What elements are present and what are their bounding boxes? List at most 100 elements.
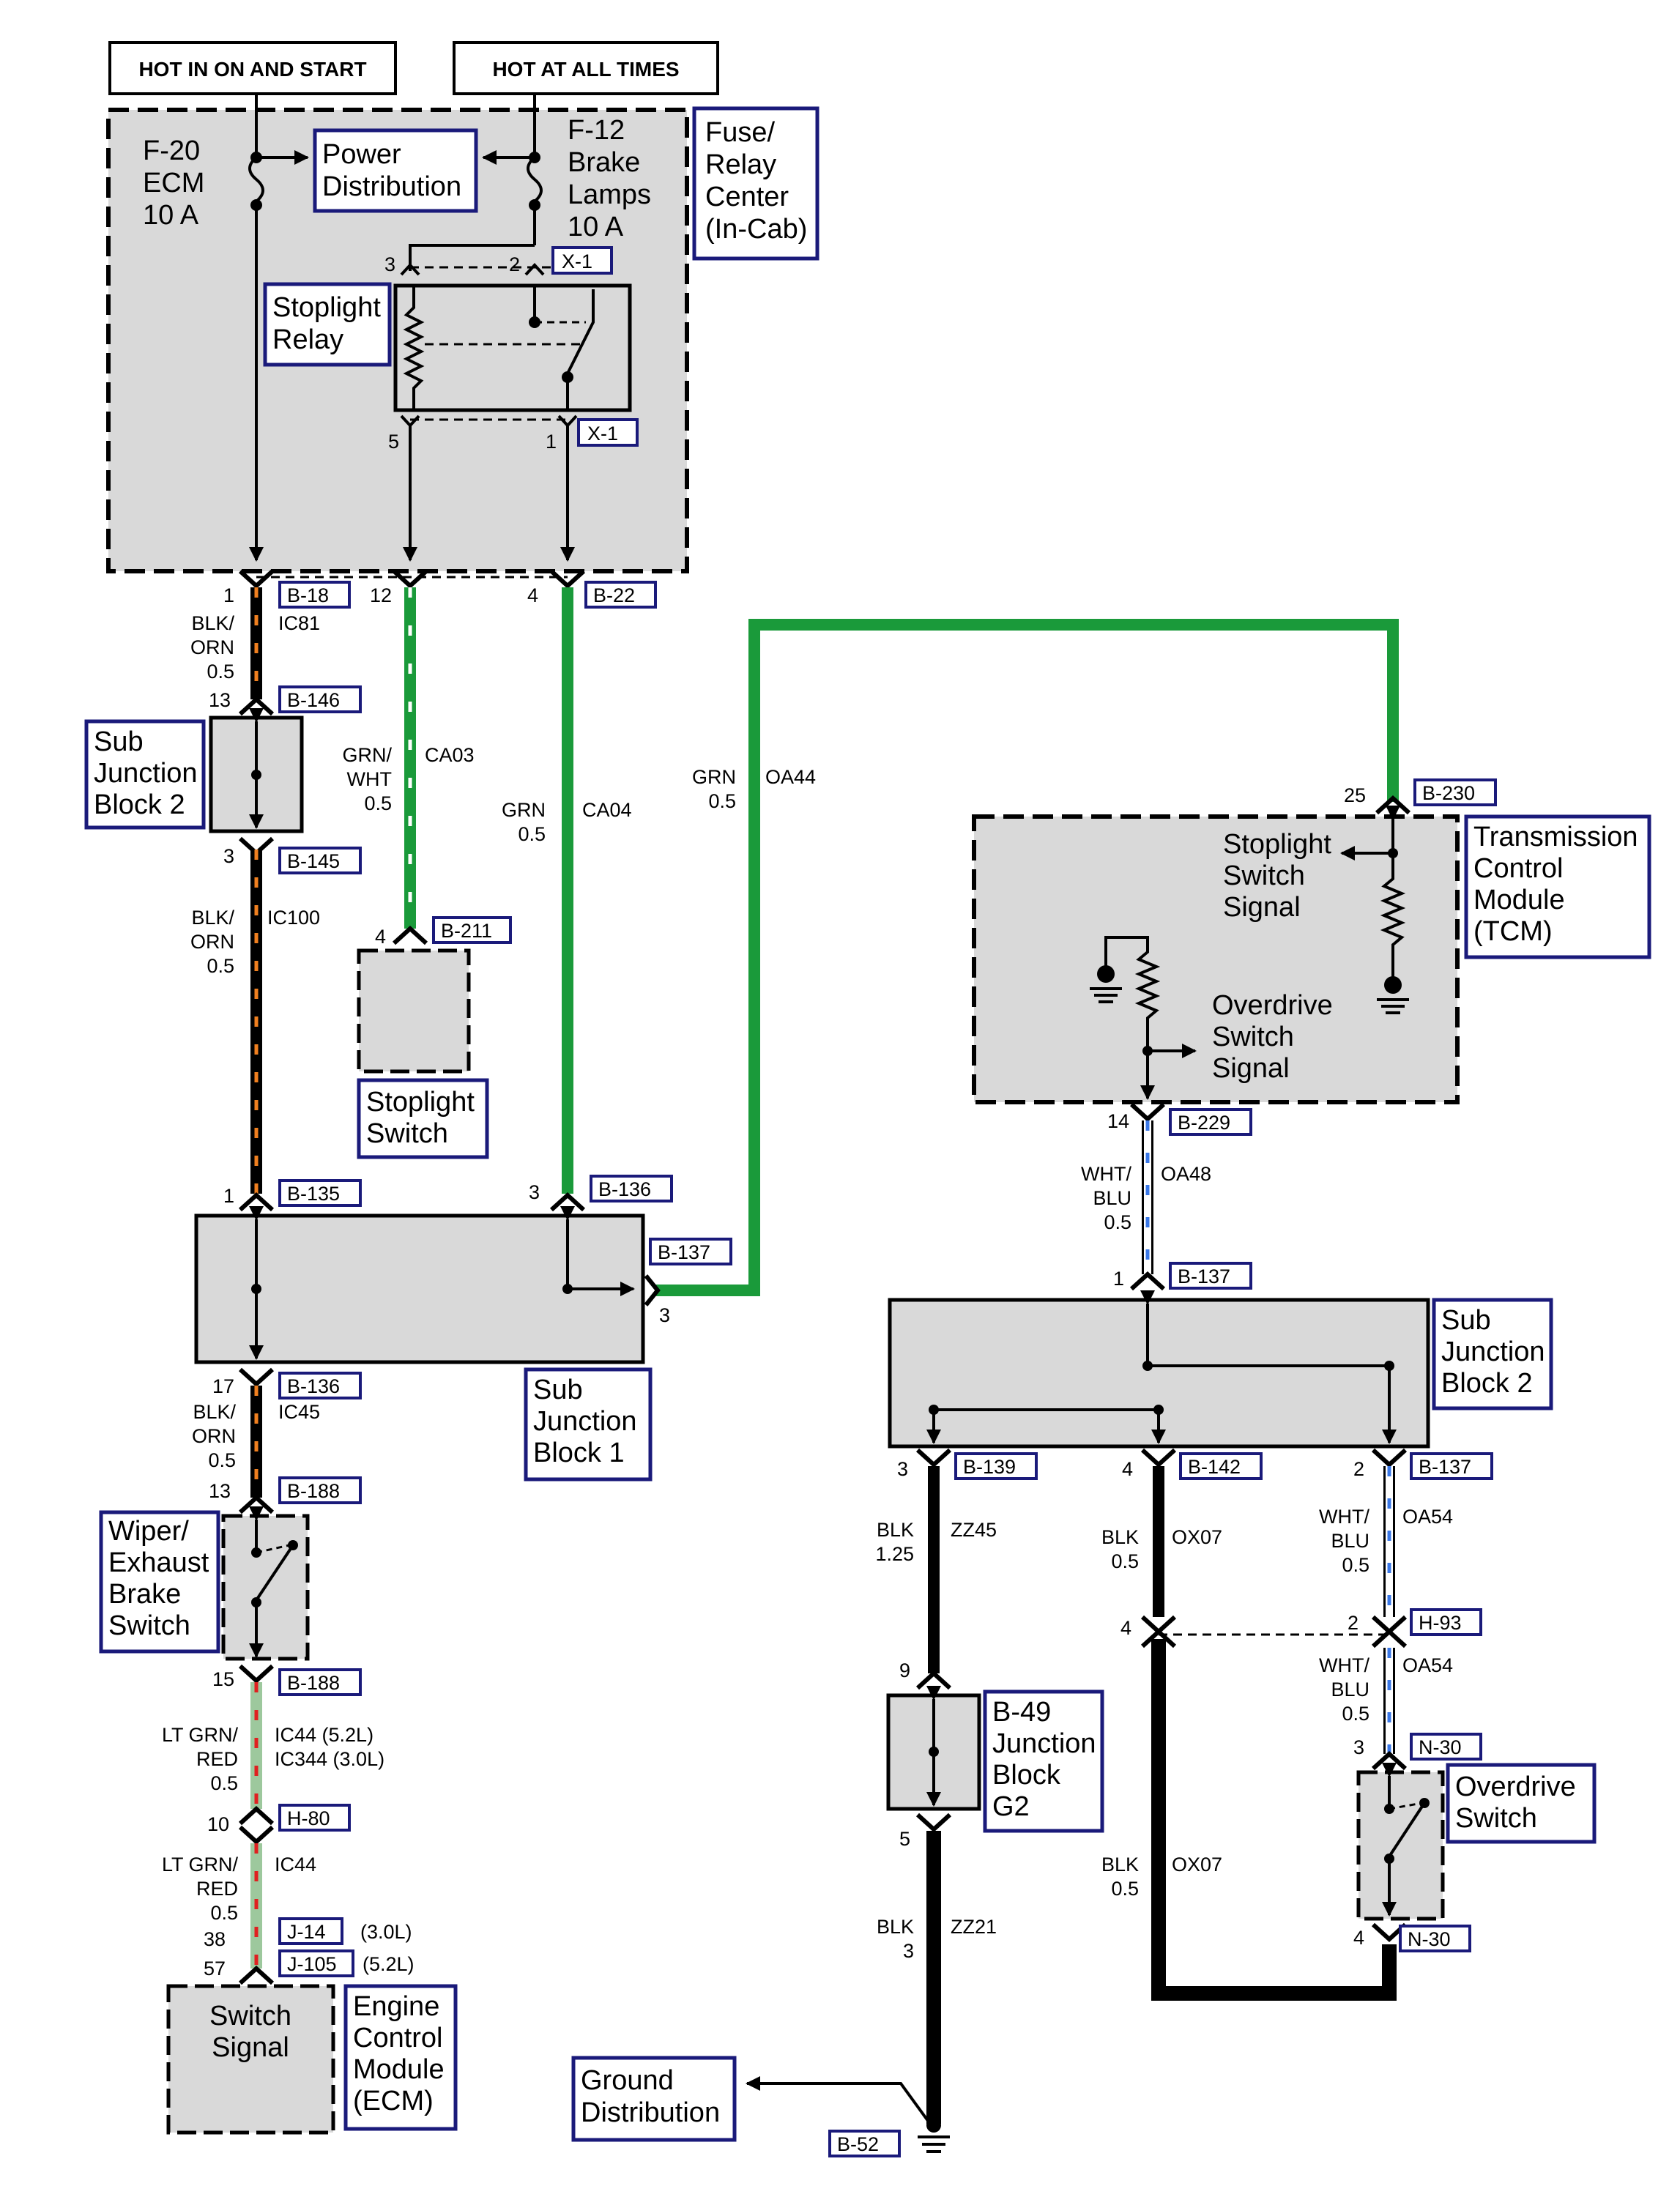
svg-text:Signal: Signal <box>1212 1053 1290 1084</box>
svg-text:Stoplight: Stoplight <box>1223 829 1331 860</box>
svg-text:Relay: Relay <box>272 324 343 355</box>
overdrive-switch-label: Overdrive Switch <box>1446 1763 1597 1844</box>
svg-text:H-93: H-93 <box>1419 1612 1462 1634</box>
svg-text:B-137: B-137 <box>658 1241 710 1263</box>
svg-text:38: 38 <box>204 1928 226 1950</box>
sub-junction-block-2-left <box>209 708 304 833</box>
svg-text:Stoplight: Stoplight <box>366 1087 475 1118</box>
svg-text:Distribution: Distribution <box>322 171 461 202</box>
svg-text:N-30: N-30 <box>1419 1736 1462 1758</box>
svg-text:0.5: 0.5 <box>207 661 234 683</box>
svg-text:B-145: B-145 <box>287 850 340 872</box>
svg-text:F-12: F-12 <box>568 115 625 146</box>
svg-text:F-20: F-20 <box>143 135 200 166</box>
svg-text:B-230: B-230 <box>1422 782 1475 804</box>
wiper-switch-label: Wiper/ Exhaust Brake Switch <box>99 1510 220 1654</box>
svg-text:J-14: J-14 <box>287 1921 326 1943</box>
svg-text:Block: Block <box>992 1760 1061 1791</box>
svg-text:GRN/: GRN/ <box>343 744 393 766</box>
svg-text:IC81: IC81 <box>278 612 320 634</box>
connector-b137-sj1: B-137 3 <box>644 1238 732 1326</box>
wire-ca03: GRN/ WHT 0.5 CA03 <box>343 587 475 929</box>
svg-text:HOT AT ALL TIMES: HOT AT ALL TIMES <box>492 58 679 81</box>
svg-text:1: 1 <box>223 584 234 606</box>
svg-text:H-80: H-80 <box>287 1807 330 1829</box>
b49-junction-block <box>886 1686 981 1811</box>
connector-n30-bottom: 4 N-30 <box>1353 1922 1471 1952</box>
svg-text:12: 12 <box>370 584 392 606</box>
svg-text:1: 1 <box>1113 1268 1124 1290</box>
wire-ic44-b: LT GRN/ RED 0.5 IC44 <box>162 1843 316 1969</box>
svg-text:Power: Power <box>322 139 401 170</box>
svg-text:X-1: X-1 <box>587 423 618 445</box>
svg-text:BLU: BLU <box>1093 1187 1131 1209</box>
svg-text:Sub: Sub <box>1441 1305 1491 1336</box>
svg-text:OX07: OX07 <box>1172 1854 1222 1876</box>
svg-text:IC44: IC44 <box>275 1854 316 1876</box>
svg-text:RED: RED <box>196 1748 238 1770</box>
svg-text:Wiper/: Wiper/ <box>108 1516 189 1547</box>
svg-text:Control: Control <box>353 2023 443 2053</box>
connector-b188-top: 13 B-188 <box>209 1476 362 1514</box>
wire-ic81: BLK/ ORN 0.5 IC81 <box>190 587 320 699</box>
svg-text:HOT IN ON AND START: HOT IN ON AND START <box>138 58 366 81</box>
wire-ic44-a: LT GRN/ RED 0.5 IC44 (5.2L) IC344 (3.0L) <box>162 1682 384 1809</box>
svg-text:14: 14 <box>1107 1110 1129 1132</box>
svg-text:Engine: Engine <box>353 1991 439 2022</box>
svg-text:0.5: 0.5 <box>210 1772 238 1794</box>
svg-text:IC45: IC45 <box>278 1401 320 1423</box>
svg-text:ORN: ORN <box>192 1425 236 1447</box>
svg-text:0.5: 0.5 <box>708 790 736 812</box>
connector-h80: 10 H-80 <box>207 1804 351 1845</box>
power-distribution-label: Power Distribution <box>313 128 478 213</box>
svg-text:LT GRN/: LT GRN/ <box>162 1854 239 1876</box>
svg-text:B-137: B-137 <box>1178 1265 1230 1287</box>
svg-text:10 A: 10 A <box>143 200 199 231</box>
svg-text:Switch: Switch <box>108 1610 190 1641</box>
svg-text:Brake: Brake <box>108 1579 181 1610</box>
connector-b146: 13 B-146 <box>209 685 362 716</box>
svg-text:J-105: J-105 <box>287 1953 337 1975</box>
svg-text:0.5: 0.5 <box>210 1902 238 1924</box>
svg-text:3: 3 <box>903 1940 914 1962</box>
svg-text:4: 4 <box>527 584 538 606</box>
svg-text:0.5: 0.5 <box>1342 1703 1369 1725</box>
svg-text:4: 4 <box>375 926 386 948</box>
svg-text:Junction: Junction <box>94 758 198 789</box>
svg-text:IC344 (3.0L): IC344 (3.0L) <box>275 1748 384 1770</box>
svg-text:X-1: X-1 <box>562 250 592 272</box>
svg-text:Signal: Signal <box>212 2032 289 2063</box>
svg-text:Module: Module <box>1473 885 1565 915</box>
svg-text:(ECM): (ECM) <box>353 2086 434 2116</box>
ecm-switch-signal: Switch Signal <box>166 1984 335 2135</box>
svg-text:BLK: BLK <box>877 1519 914 1541</box>
svg-text:Junction: Junction <box>1441 1337 1545 1367</box>
svg-text:10: 10 <box>207 1813 229 1835</box>
svg-text:(TCM): (TCM) <box>1473 916 1553 947</box>
svg-text:B-52: B-52 <box>837 2133 879 2155</box>
svg-text:OA44: OA44 <box>765 766 816 788</box>
svg-text:0.5: 0.5 <box>207 955 234 977</box>
connector-b22: 4 B-22 <box>527 569 657 609</box>
sub-junction-block-1-label: Sub Junction Block 1 <box>524 1367 653 1482</box>
svg-text:Lamps: Lamps <box>568 179 651 210</box>
svg-text:3: 3 <box>529 1181 540 1203</box>
svg-text:WHT/: WHT/ <box>1081 1163 1131 1185</box>
svg-text:1: 1 <box>223 1185 234 1207</box>
connector-b229: 14 B-229 <box>1107 1102 1252 1136</box>
svg-text:0.5: 0.5 <box>1111 1878 1139 1900</box>
b49-junction-block-label: B-49 Junction Block G2 <box>983 1689 1104 1833</box>
svg-text:LT GRN/: LT GRN/ <box>162 1724 239 1746</box>
svg-text:BLK/: BLK/ <box>191 612 234 634</box>
svg-text:9: 9 <box>899 1659 910 1681</box>
svg-text:0.5: 0.5 <box>518 823 546 845</box>
svg-text:Switch: Switch <box>209 2001 291 2031</box>
svg-text:Exhaust: Exhaust <box>108 1547 209 1578</box>
fuse-f12: F-12 Brake Lamps 10 A <box>482 114 651 245</box>
svg-text:RED: RED <box>196 1878 238 1900</box>
svg-text:3: 3 <box>384 253 395 275</box>
header-hot-on-start: HOT IN ON AND START <box>108 41 397 95</box>
svg-text:Signal: Signal <box>1223 892 1301 923</box>
svg-text:OX07: OX07 <box>1172 1526 1222 1548</box>
wire-oa44: GRN 0.5 OA44 <box>655 619 1399 1296</box>
